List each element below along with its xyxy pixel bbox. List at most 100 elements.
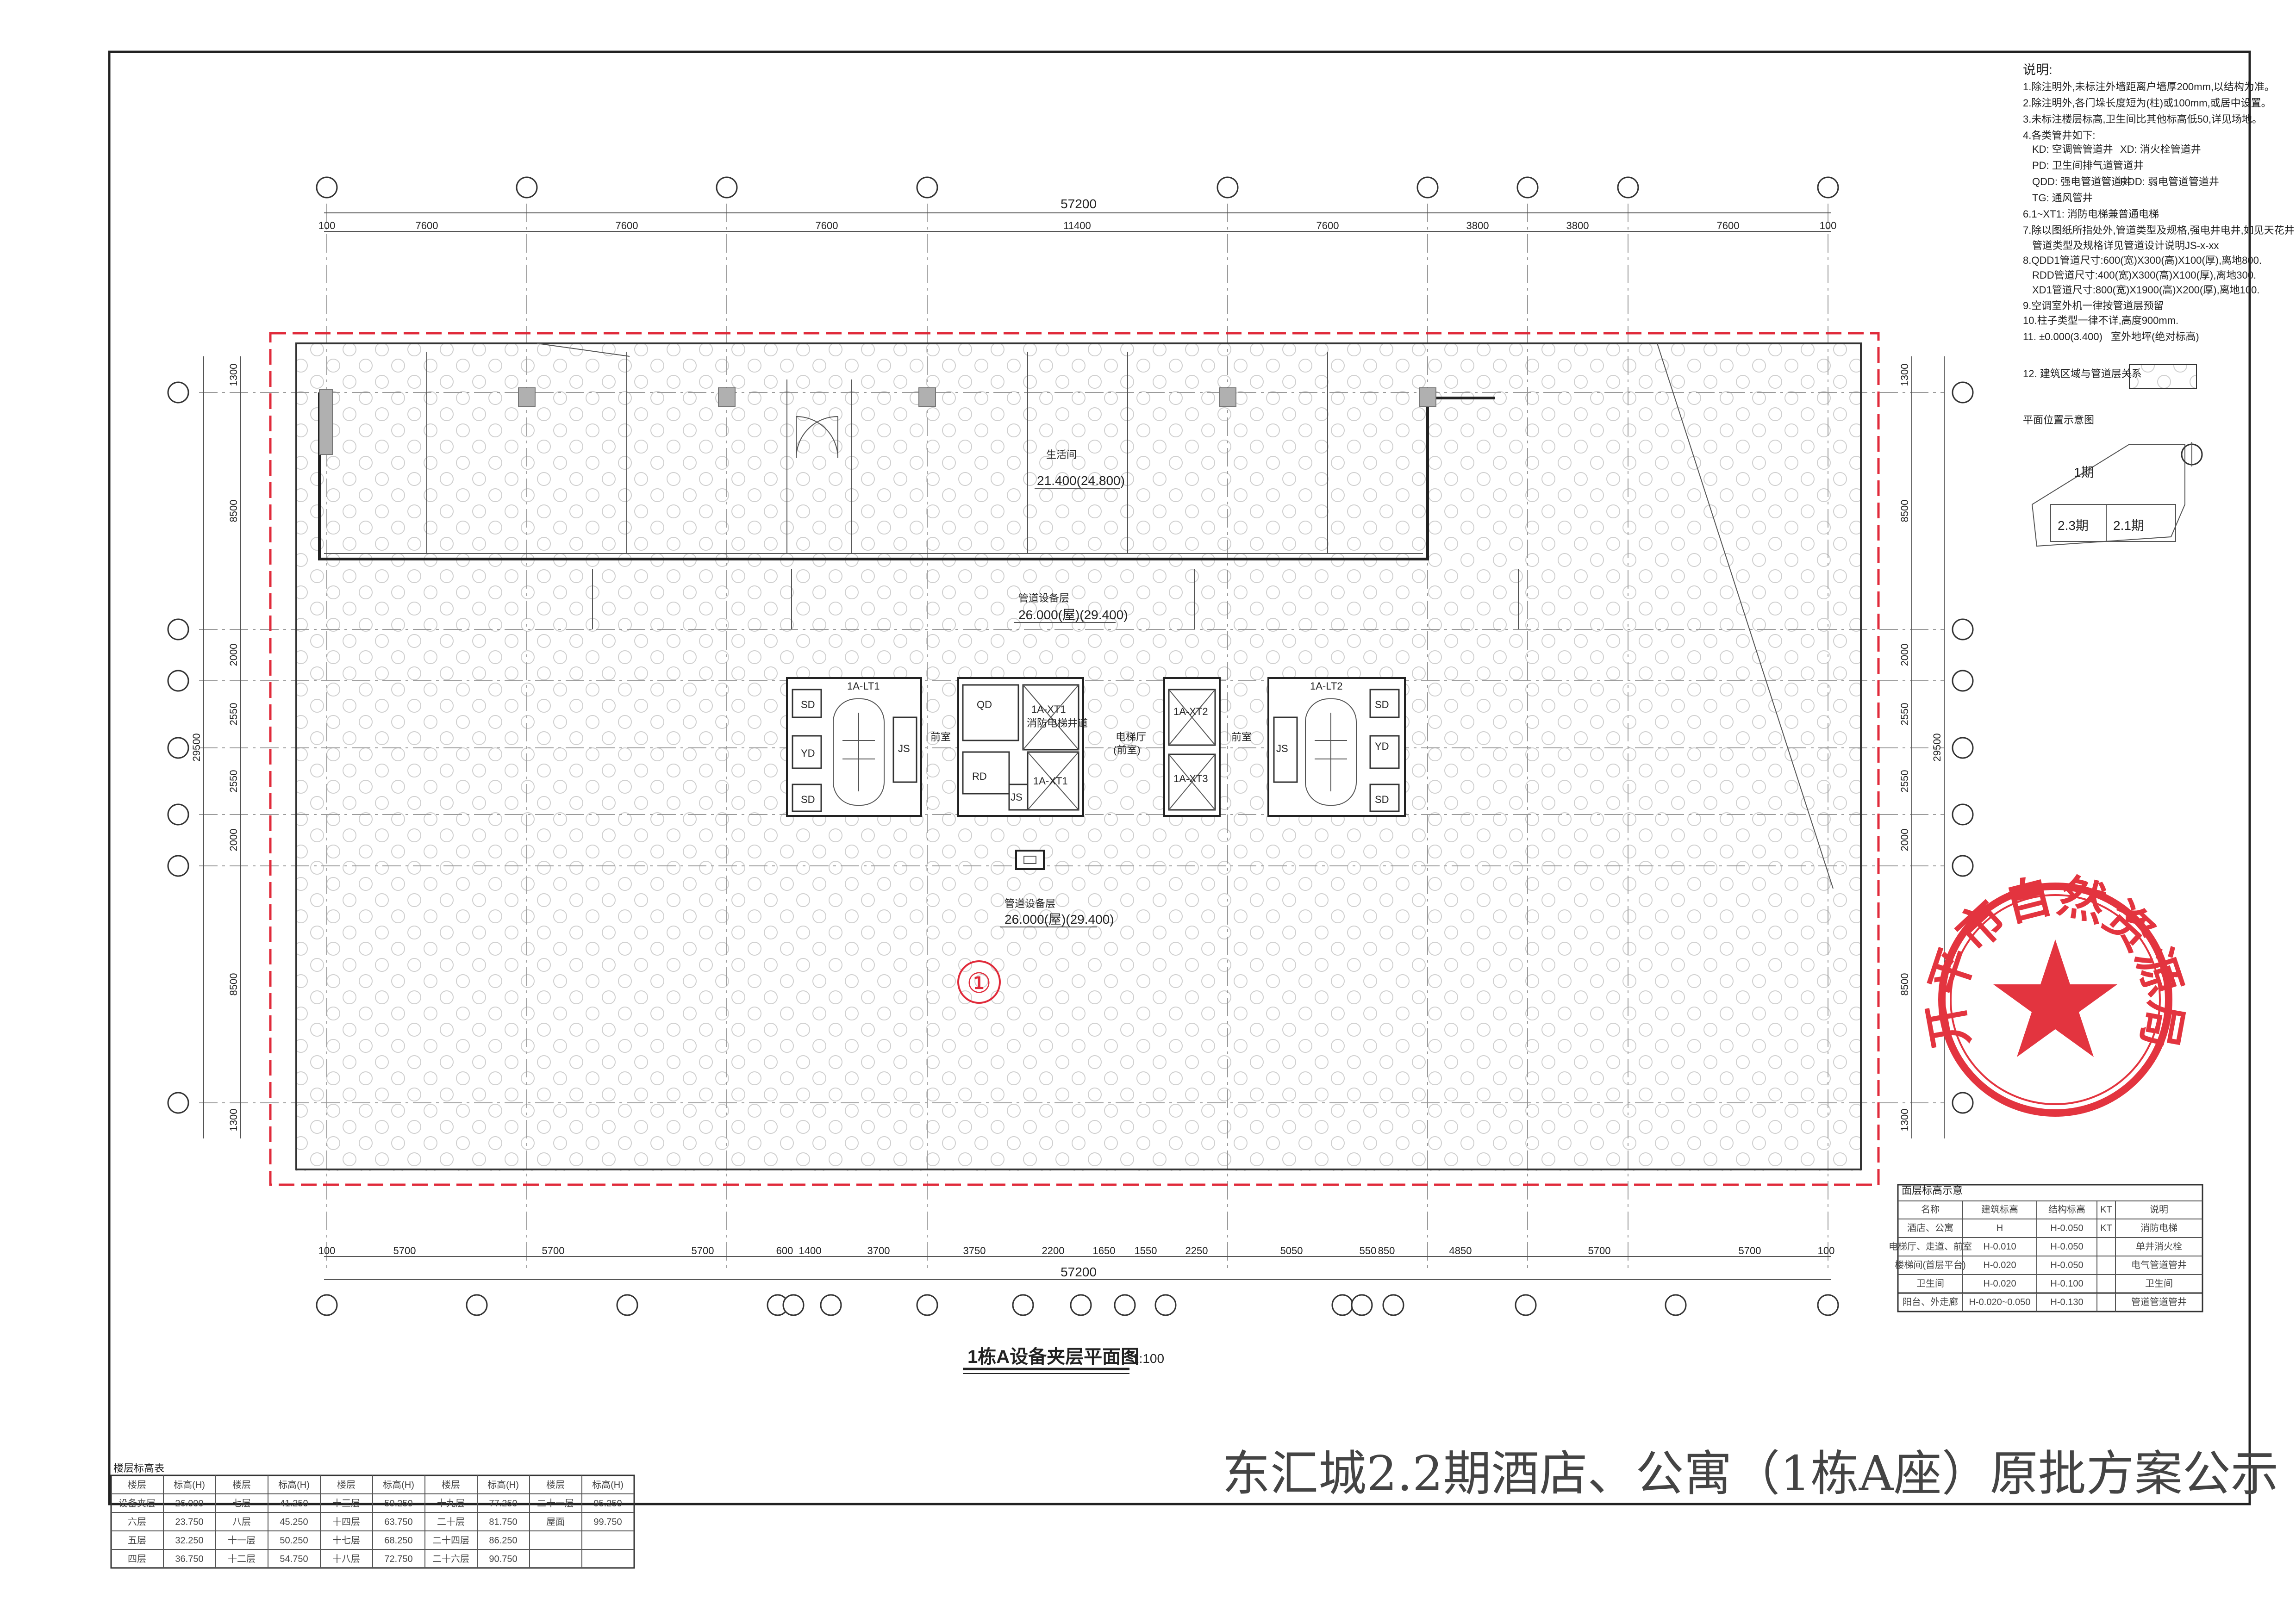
label-lobby: 电梯厅 xyxy=(1116,731,1146,743)
slanted-roof-line xyxy=(537,343,630,357)
notes-block: 说明: 1.除注明外,未标注外墙距离户墙厚200mm,以结构为准。 2.除注明外… xyxy=(2023,62,2295,389)
lvl-r1c6: 二十层 xyxy=(437,1517,465,1527)
lvl-h8: 楼层 xyxy=(546,1480,565,1490)
lvl-r2c7: 86.250 xyxy=(489,1536,517,1546)
stair-core-lt1 xyxy=(786,677,922,817)
bot-seg-1: 5700 xyxy=(393,1245,416,1256)
lvl-h9: 标高(H) xyxy=(592,1480,624,1490)
top-seg-1: 7600 xyxy=(416,220,438,231)
legend-r0c3: KT xyxy=(2100,1223,2112,1233)
note-line-10: 6.1~XT1: 消防电梯兼普通电梯 xyxy=(2023,208,2159,220)
top-axis-bubbles xyxy=(316,176,1839,199)
label-lt1: 1A-LT1 xyxy=(847,680,880,692)
lvl-r0c1: 26.000 xyxy=(175,1499,203,1509)
bot-seg-4: 600 xyxy=(776,1245,793,1256)
lvl-r2c0: 五层 xyxy=(128,1536,146,1546)
equipment-box-inner xyxy=(1023,856,1036,864)
lvl-h1: 标高(H) xyxy=(174,1480,205,1490)
right-seg-0: 1300 xyxy=(1899,364,1910,386)
grid-horizontal xyxy=(199,392,1944,1103)
note-line-7: QDD: 强电管道管道井 xyxy=(2032,176,2132,187)
right-axis-bubbles xyxy=(1952,381,1974,1114)
elevator-core-xt1 xyxy=(957,677,1084,817)
lvl-h7: 标高(H) xyxy=(487,1480,519,1490)
legend-h0: 名称 xyxy=(1921,1204,1940,1215)
note-line-17: 10.柱子类型一律不详,高度900mm. xyxy=(2023,315,2178,326)
label-xt1-bottom: 1A-XT1 xyxy=(1033,775,1068,787)
note-line-2: 3.未标注楼层标高,卫生间比其他标高低50,详见场地。 xyxy=(2023,113,2262,125)
left-seg-4: 2550 xyxy=(228,770,239,793)
notes-heading: 说明: xyxy=(2023,62,2053,77)
lvl-r0c5: 59.250 xyxy=(384,1499,412,1509)
legend-r0c4: 消防电梯 xyxy=(2140,1223,2177,1233)
bot-seg-18: 100 xyxy=(1818,1245,1835,1256)
lvl-r0c4: 十三层 xyxy=(332,1498,360,1509)
legend-r4c1: H-0.020~0.050 xyxy=(1969,1297,2031,1307)
note-line-14: RDD管道尺寸:400(宽)X300(高)X100(厚),离地300. xyxy=(2032,269,2256,281)
bot-seg-2: 5700 xyxy=(542,1245,565,1256)
lvl-r3c2: 十二层 xyxy=(228,1554,256,1564)
note-line-8: RDD: 弱电管道管道井 xyxy=(2120,176,2219,187)
bot-seg-16: 5700 xyxy=(1588,1245,1611,1256)
lvl-h6: 楼层 xyxy=(442,1480,460,1490)
label-js-3: JS xyxy=(1276,743,1288,754)
left-seg-5: 2000 xyxy=(228,829,239,852)
legend-r3c2: H-0.100 xyxy=(2050,1279,2083,1289)
note-line-6: PD: 卫生间排气道管道井 xyxy=(2032,160,2144,171)
legend-table: 面层标高示意 名称 建筑标高 结构标高 KT 说明 酒店、公寓 H H-0.05… xyxy=(1889,1184,2203,1294)
label-yd-2: YD xyxy=(1375,740,1389,752)
note-line-16: 9.空调室外机一律按管道层预留 xyxy=(2023,300,2164,311)
note-line-4: KD: 空调管管道井 xyxy=(2032,143,2113,155)
bot-seg-8: 2200 xyxy=(1042,1245,1065,1256)
note-line-0: 1.除注明外,未标注外墙距离户墙厚200mm,以结构为准。 xyxy=(2023,81,2275,93)
lvl-r0c3: 41.250 xyxy=(280,1499,308,1509)
lvl-r2c2: 十一层 xyxy=(228,1535,256,1546)
lvl-r3c1: 36.750 xyxy=(175,1554,203,1564)
seal-star-icon xyxy=(1993,939,2117,1057)
upper-room-walls xyxy=(318,392,1495,560)
right-seg-6: 8500 xyxy=(1899,973,1910,996)
lvl-h2: 楼层 xyxy=(232,1480,251,1490)
bot-seg-5: 1400 xyxy=(799,1245,822,1256)
top-total: 57200 xyxy=(1061,197,1097,211)
right-seg-7: 1300 xyxy=(1899,1109,1910,1132)
top-seg-5: 7600 xyxy=(1316,220,1339,231)
top-seg-9: 100 xyxy=(1820,220,1837,231)
key-plan-label-3: 2.1期 xyxy=(2113,518,2144,533)
room-partitions xyxy=(426,352,1519,629)
top-seg-8: 7600 xyxy=(1717,220,1740,231)
legend-r1c2: H-0.050 xyxy=(2050,1242,2083,1252)
right-seg-5: 2000 xyxy=(1899,829,1910,852)
label-xt1-note: 消防电梯井道 xyxy=(1027,717,1088,729)
level-caption: 楼层标高表 xyxy=(113,1462,164,1474)
label-corridor-right: 前室 xyxy=(1231,731,1252,743)
columns xyxy=(319,387,1436,455)
label-qd: QD xyxy=(977,699,992,710)
lvl-h4: 楼层 xyxy=(337,1480,356,1490)
key-plan-heading: 平面位置示意图 xyxy=(2023,414,2094,426)
sheet-border xyxy=(108,50,2251,1505)
lvl-r1c9: 99.750 xyxy=(593,1517,622,1527)
label-yd-1: YD xyxy=(801,747,815,759)
legend-r4c2: H-0.130 xyxy=(2050,1297,2083,1307)
legend-r3c1: H-0.020 xyxy=(1983,1279,2016,1289)
left-seg-6: 8500 xyxy=(228,973,239,996)
legend-r1c0: 电梯厅、走道、前室 xyxy=(1889,1241,1972,1252)
lvl-h0: 楼层 xyxy=(128,1480,146,1490)
note-line-1: 2.除注明外,各门垛长度短为(柱)或100mm,或居中设置。 xyxy=(2023,97,2271,109)
legend-r2c1: H-0.020 xyxy=(1983,1260,2016,1270)
lvl-r1c8: 屋面 xyxy=(546,1517,565,1527)
legend-r3c0: 卫生间 xyxy=(1916,1278,1944,1289)
legend-r1c1: H-0.010 xyxy=(1983,1242,2016,1252)
left-seg-7: 1300 xyxy=(228,1109,239,1132)
left-seg-3: 2550 xyxy=(228,703,239,726)
legend-r2c2: H-0.050 xyxy=(2050,1260,2083,1270)
note-line-11: 7.除以图纸所指处外,管道类型及规格,强电井电井,如见天花井 xyxy=(2023,224,2295,236)
building-outline xyxy=(295,342,1862,1170)
slanted-edge xyxy=(1657,343,1834,889)
key-plan: 平面位置示意图 1期 2.3期 2.1期 xyxy=(2023,414,2203,547)
label-sd-4: SD xyxy=(1375,794,1389,805)
label-xt3: 1A-XT3 xyxy=(1173,773,1208,784)
left-seg-1: 8500 xyxy=(228,500,239,522)
